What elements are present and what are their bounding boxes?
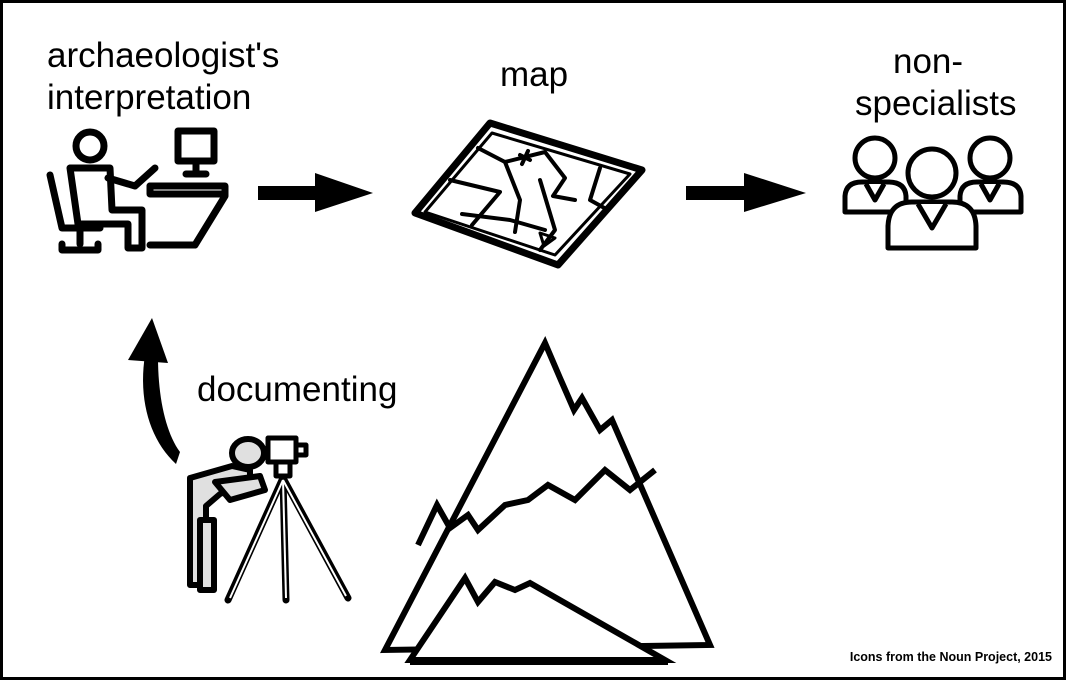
archaeologist-label-line1: archaeologist's	[47, 36, 280, 75]
archaeologist-label-line2: interpretation	[47, 78, 252, 117]
map-label: map	[500, 55, 569, 94]
nonspecialists-label-line2: specialists	[855, 84, 1017, 123]
nonspecialists-label-line1: non-	[893, 42, 964, 81]
documenting-label: documenting	[197, 370, 398, 409]
credit-text: Icons from the Noun Project, 2015	[849, 650, 1052, 664]
